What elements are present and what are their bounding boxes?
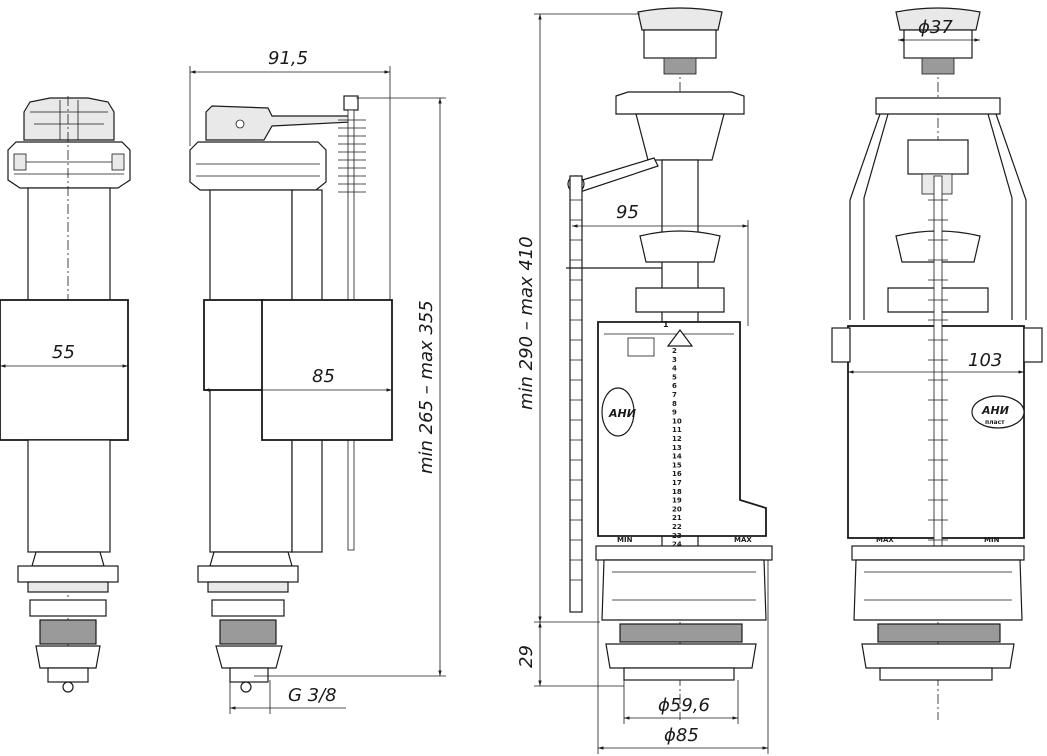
scale-number: 22 [672,523,682,531]
scale-number: 10 [672,417,682,425]
dim-fill-height-range: min 265 – max 355 [416,300,437,474]
scale-number: 6 [672,382,677,390]
scale-number: 23 [672,532,682,540]
dim-fill-thread: G 3/8 [288,685,337,706]
dim-flush-base-diameter: ϕ85 [664,725,699,746]
scale-number: 14 [672,453,682,461]
fill-valve-front-view [0,96,131,693]
scale-number: 9 [672,409,677,417]
dim-fill-float-depth: 85 [312,366,335,387]
scale-number: 13 [672,444,682,452]
scale-number: 7 [672,391,677,399]
brand-logo-left: АНИ [608,407,636,420]
flush-valve-front-view: АНИ 1 2345678910111213141516171819202122… [566,7,773,720]
brand-logo-right: АНИ [981,404,1009,417]
scale-number: 24 [672,541,682,549]
min-label-left: MIN [617,536,633,544]
scale-number: 11 [672,426,682,434]
scale-number: 16 [672,470,682,478]
scale-number: 20 [672,505,682,513]
scale-number: 4 [672,365,677,373]
scale-number: 2 [672,347,677,355]
scale-number: 17 [672,479,682,487]
scale-number: 18 [672,488,682,496]
dim-flush-height-range: min 290 – max 410 [516,236,537,410]
dim-flush-button-diameter: ϕ37 [918,17,953,38]
brand-subtext: пласт [985,419,1005,426]
dim-flush-nut-diameter: ϕ59,6 [658,695,710,716]
min-label-right: MIN [984,536,1000,544]
scale-first-number: 1 [663,320,669,329]
dim-flush-lever-reach: 95 [616,202,639,223]
max-label-right: MAX [876,536,894,544]
scale-number: 21 [672,514,682,522]
scale-number: 3 [672,356,677,364]
scale-number: 15 [672,461,682,469]
dimension-lines [0,13,1024,754]
max-label-left: MAX [734,536,752,544]
fill-valve-side-view [189,95,393,693]
scale-number: 12 [672,435,682,443]
dim-flush-tank-width: 103 [968,350,1002,371]
dimension-texts: 91,5 55 85 min 265 – max 355 G 3/8 min 2… [52,17,1002,746]
scale-number: 8 [672,400,677,408]
scale-number: 19 [672,497,682,505]
dim-flush-base-height: 29 [516,645,537,668]
dim-fill-float-width: 55 [52,342,75,363]
scale-number: 5 [672,373,677,381]
flush-valve-side-view: АНИ пласт MAX MIN [831,7,1043,720]
dim-fill-width-top: 91,5 [268,48,308,69]
